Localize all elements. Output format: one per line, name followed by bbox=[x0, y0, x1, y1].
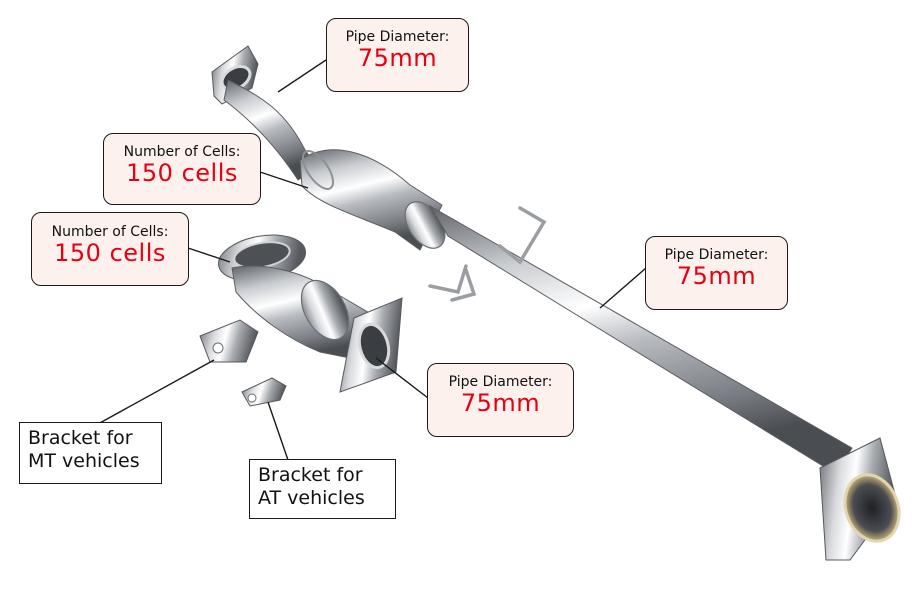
callout-cell-count-main: Number of Cells: 150 cells bbox=[103, 133, 261, 205]
hanger-rods bbox=[428, 206, 547, 302]
bracket-label-line: AT vehicles bbox=[258, 486, 365, 509]
label-mt-bracket: Bracket for MT vehicles bbox=[19, 422, 162, 484]
bracket-label-line: Bracket for bbox=[258, 464, 363, 486]
callout-pipe-diameter-top: Pipe Diameter: 75mm bbox=[326, 18, 469, 92]
callout-pipe-diameter-bottom: Pipe Diameter: 75mm bbox=[427, 363, 574, 437]
at-bracket-part bbox=[241, 377, 287, 407]
callout-label: Number of Cells: bbox=[51, 224, 169, 240]
short-catalyst bbox=[199, 234, 403, 393]
callout-label: Pipe Diameter: bbox=[448, 374, 553, 390]
callout-label: Number of Cells: bbox=[123, 144, 241, 160]
outlet-bore bbox=[843, 473, 901, 543]
leader-lines bbox=[97, 59, 647, 461]
callout-cell-count-short: Number of Cells: 150 cells bbox=[31, 212, 189, 286]
callout-value: 150 cells bbox=[126, 159, 238, 188]
main-downpipe bbox=[211, 45, 901, 561]
callout-value: 150 cells bbox=[54, 239, 166, 268]
callout-pipe-diameter-right: Pipe Diameter: 75mm bbox=[645, 236, 788, 310]
callout-label: Pipe Diameter: bbox=[345, 29, 450, 45]
mt-bracket-part bbox=[199, 319, 259, 363]
label-at-bracket: Bracket for AT vehicles bbox=[249, 459, 396, 519]
bracket-label-line: MT vehicles bbox=[28, 449, 140, 472]
callout-value: 75mm bbox=[357, 44, 438, 73]
bracket-label-line: Bracket for bbox=[28, 427, 133, 449]
callout-value: 75mm bbox=[676, 262, 757, 291]
callout-value: 75mm bbox=[460, 389, 541, 418]
callout-label: Pipe Diameter: bbox=[664, 247, 769, 263]
